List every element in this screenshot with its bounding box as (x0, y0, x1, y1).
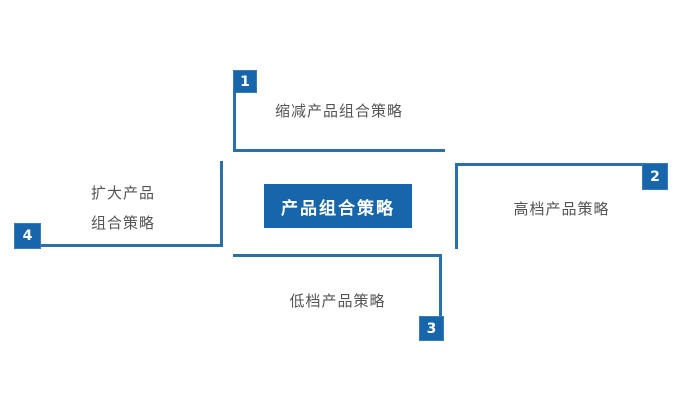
badge-node-1-number: 1 (240, 73, 250, 90)
label-node-4-line1: 扩大产品 (90, 184, 155, 202)
connector-node-2-vertical (455, 163, 458, 249)
connector-node-1-vertical (233, 92, 236, 152)
label-node-4: 扩大产品 组合策略 (60, 178, 186, 238)
connector-node-4-horizontal (40, 244, 223, 247)
connector-node-3-horizontal (233, 254, 442, 257)
badge-node-2-number: 2 (650, 168, 660, 185)
badge-node-4: 4 (14, 223, 41, 249)
badge-node-1: 1 (233, 70, 257, 93)
badge-node-3: 3 (419, 316, 444, 341)
label-node-3: 低档产品策略 (289, 292, 386, 310)
label-node-1: 缩减产品组合策略 (274, 102, 403, 120)
badge-node-4-number: 4 (22, 228, 33, 244)
center-node: 产品组合策略 (264, 184, 412, 228)
label-node-4-line2: 组合策略 (90, 214, 155, 232)
connector-node-4-vertical (220, 161, 223, 247)
badge-node-2: 2 (642, 163, 668, 190)
label-node-2: 高档产品策略 (513, 200, 610, 218)
connector-node-2-horizontal (455, 163, 668, 166)
connector-node-3-vertical (439, 254, 442, 318)
connector-node-1-horizontal (233, 149, 445, 152)
center-node-label: 产品组合策略 (281, 198, 395, 219)
badge-node-3-number: 3 (426, 320, 437, 337)
